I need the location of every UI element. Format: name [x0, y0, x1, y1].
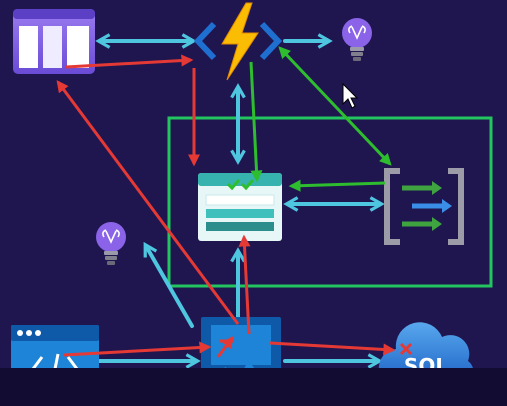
green-arrow-eventgrid-to-function [278, 46, 392, 166]
green-arrow-function-to-webapp [249, 61, 263, 183]
connector-gateway-insights [143, 241, 194, 328]
red-arrow-table-to-function [65, 54, 194, 69]
red-arrow-gateway-to-table [56, 80, 240, 325]
event-grid-icon[interactable] [384, 168, 464, 245]
green-arrow-eventgrid-to-webapp [288, 179, 386, 192]
lightbulb-icon-top [342, 18, 372, 61]
lightbulb-icon-left [96, 222, 126, 265]
table-storage-icon[interactable] [13, 9, 95, 74]
green-flow-arrows [226, 46, 392, 192]
green-checkmarks [226, 179, 255, 191]
function-lightning-icon[interactable] [193, 2, 283, 81]
red-arrow-gateway-to-webapp [238, 234, 251, 335]
red-flow-arrows [56, 54, 413, 358]
web-app-icon[interactable] [198, 173, 282, 241]
bottom-bar [0, 368, 507, 406]
teal-connectors [95, 33, 385, 369]
mouse-cursor-icon [342, 82, 359, 109]
red-arrow-browser-to-gateway [63, 341, 212, 357]
red-arrow-gateway-to-sql [269, 341, 396, 356]
